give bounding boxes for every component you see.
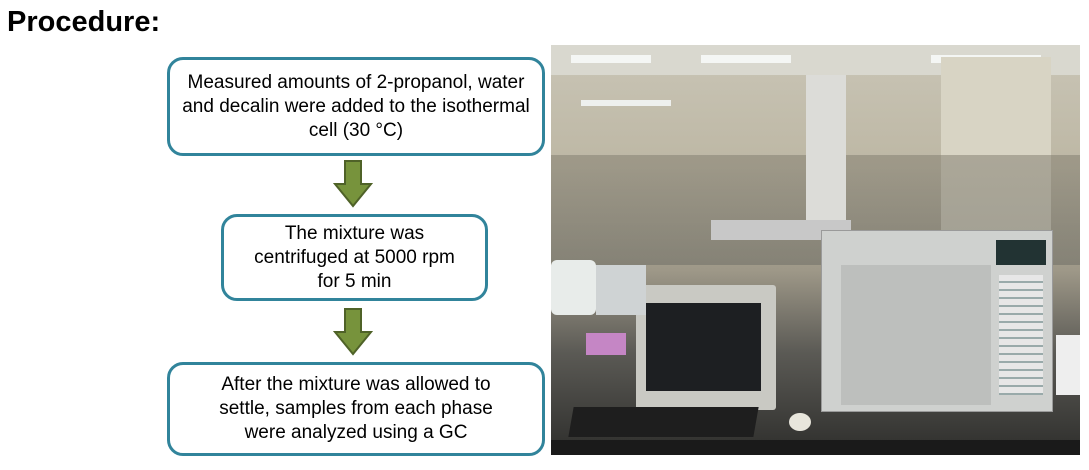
step-2-text: The mixture was centrifuged at 5000 rpm … — [254, 222, 455, 292]
step-box-3: After the mixture was allowed to settle,… — [167, 362, 545, 456]
keyboard — [568, 407, 759, 437]
step-1-text: Measured amounts of 2-propanol, water an… — [182, 71, 530, 141]
step-box-1: Measured amounts of 2-propanol, water an… — [167, 57, 545, 156]
down-arrow-icon — [333, 160, 373, 208]
slide-title: Procedure: — [7, 6, 161, 38]
down-arrow-icon — [333, 308, 373, 356]
step-3-text: After the mixture was allowed to settle,… — [219, 374, 493, 443]
step-box-2: The mixture was centrifuged at 5000 rpm … — [221, 214, 488, 301]
gc-lab-photo — [551, 45, 1080, 455]
gc-tower — [806, 75, 846, 235]
